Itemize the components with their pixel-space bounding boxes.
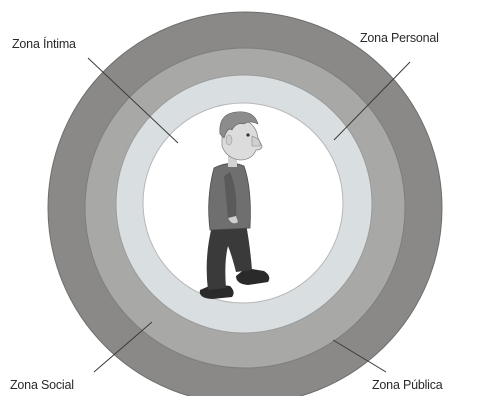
man-ear bbox=[226, 135, 232, 145]
label-zona-intima: Zona Íntima bbox=[12, 36, 76, 51]
label-zona-publica: Zona Pública bbox=[372, 378, 443, 392]
label-zona-personal: Zona Personal bbox=[360, 31, 439, 45]
label-zona-social: Zona Social bbox=[10, 378, 74, 392]
man-eye bbox=[246, 133, 249, 136]
